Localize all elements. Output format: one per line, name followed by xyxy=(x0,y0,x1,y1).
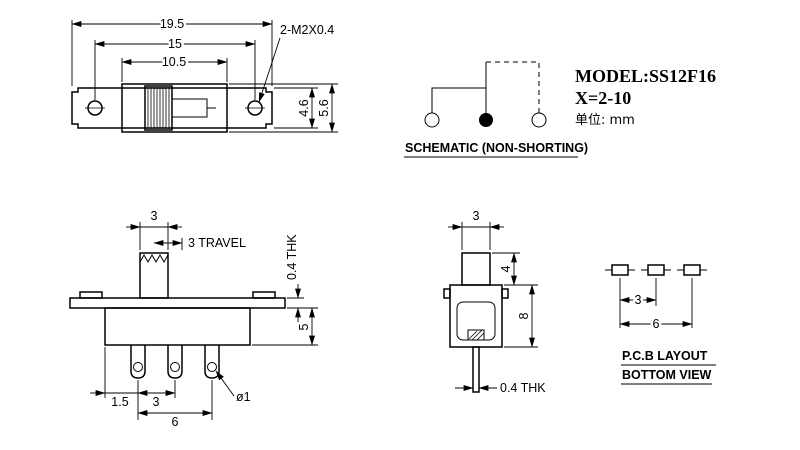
contact-link-dashed xyxy=(486,61,540,113)
switch-body-outline xyxy=(121,83,228,133)
dim-pad-span-label: 6 xyxy=(653,317,660,331)
molded-base-inner xyxy=(456,301,496,341)
side-tab-left xyxy=(443,288,451,299)
terminal-common-filled xyxy=(479,113,493,127)
slider-slot xyxy=(171,98,208,118)
terminal-pin-1 xyxy=(130,345,146,379)
terminal-pin-side xyxy=(472,346,480,393)
front-view-dimensions: 3 3 TRAVEL 0.4 THK 5 1.5 3 6 ø1 xyxy=(90,209,318,429)
dim-hole-spacing-label: 15 xyxy=(168,37,182,51)
pcb-caption-line1: P.C.B LAYOUT xyxy=(622,349,708,363)
terminal-open-left xyxy=(424,112,440,128)
pcb-pad-1 xyxy=(611,264,629,276)
unit-label: 单位: mm xyxy=(575,113,635,128)
pcb-view: 3 6 P.C.B LAYOUT BOTTOM VIEW xyxy=(605,264,716,385)
dim-plate-thickness-label: 0.4 THK xyxy=(285,234,299,280)
pcb-pad-2 xyxy=(647,264,665,276)
pcb-caption-line2: BOTTOM VIEW xyxy=(622,368,712,382)
dim-pin-span-label: 6 xyxy=(172,415,179,429)
hole-dia-leader xyxy=(215,370,235,397)
top-view-dimensions: 19.5 15 10.5 2-M2X0.4 4.6 5.6 xyxy=(71,15,338,133)
plate-tab-left xyxy=(79,291,103,299)
side-tab-right xyxy=(501,288,509,299)
pin-hole-2 xyxy=(170,362,180,372)
title-block: MODEL:SS12F16 X=2-10 单位: mm xyxy=(575,66,716,128)
switch-base xyxy=(104,307,251,346)
mounting-plate-outline xyxy=(71,87,273,129)
pin-hole-1 xyxy=(133,362,143,372)
dim-pin-offset-label: 1.5 xyxy=(111,395,128,409)
top-view-part xyxy=(71,83,273,133)
pcb-dimensions: 3 6 xyxy=(619,278,693,334)
dim-overall-length-label: 19.5 xyxy=(160,17,184,31)
pin-hole-3 xyxy=(207,362,217,372)
front-view-part xyxy=(69,252,286,379)
dim-pad-pitch-label: 3 xyxy=(635,293,642,307)
knob-hatching xyxy=(147,87,170,129)
dim-plate-width-label: 4.6 xyxy=(297,99,311,116)
actuator-knob-side xyxy=(461,252,491,286)
dim-pin-pitch-label: 3 xyxy=(153,395,160,409)
pcb-pads xyxy=(605,264,707,276)
mounting-plate xyxy=(69,297,286,309)
contact-link-solid xyxy=(431,87,486,113)
slider-knob-top xyxy=(144,85,173,131)
pcb-pad-3 xyxy=(683,264,701,276)
thread-callout-leader xyxy=(258,37,281,103)
actuator-knob xyxy=(139,252,169,299)
terminal-slot xyxy=(467,329,485,341)
side-view-dimensions: 3 4 8 0.4 THK xyxy=(448,209,546,395)
dim-pin-thickness-label: 0.4 THK xyxy=(500,381,546,395)
terminal-open-right xyxy=(531,112,547,128)
x-range-label: X=2-10 xyxy=(575,88,631,108)
front-view: 3 3 TRAVEL 0.4 THK 5 1.5 3 6 ø1 xyxy=(69,209,318,429)
model-label: MODEL:SS12F16 xyxy=(575,66,716,86)
terminal-pin-2 xyxy=(167,345,183,379)
thread-callout-label: 2-M2X0.4 xyxy=(280,23,334,37)
side-view: 3 4 8 0.4 THK xyxy=(443,209,546,395)
terminal-pin-3 xyxy=(204,345,220,379)
dim-body-height-label: 5 xyxy=(297,323,311,330)
side-view-part xyxy=(443,252,509,393)
dim-knob-height-label: 4 xyxy=(499,265,513,272)
dim-knob-width-label: 3 xyxy=(151,209,158,223)
dim-travel-label: 3 TRAVEL xyxy=(188,236,246,250)
dim-body-height-side-label: 8 xyxy=(517,312,531,319)
schematic: SCHEMATIC (NON-SHORTING) xyxy=(404,61,588,158)
plate-tab-right xyxy=(252,291,276,299)
top-view: 19.5 15 10.5 2-M2X0.4 4.6 5.6 xyxy=(71,15,338,133)
knob-serrations xyxy=(139,253,169,264)
schematic-caption: SCHEMATIC (NON-SHORTING) xyxy=(405,141,588,155)
dim-body-width-label: 5.6 xyxy=(317,99,331,116)
dim-body-length-label: 10.5 xyxy=(162,55,186,69)
dim-knob-width-side-label: 3 xyxy=(473,209,480,223)
dim-hole-dia-label: ø1 xyxy=(236,390,251,404)
